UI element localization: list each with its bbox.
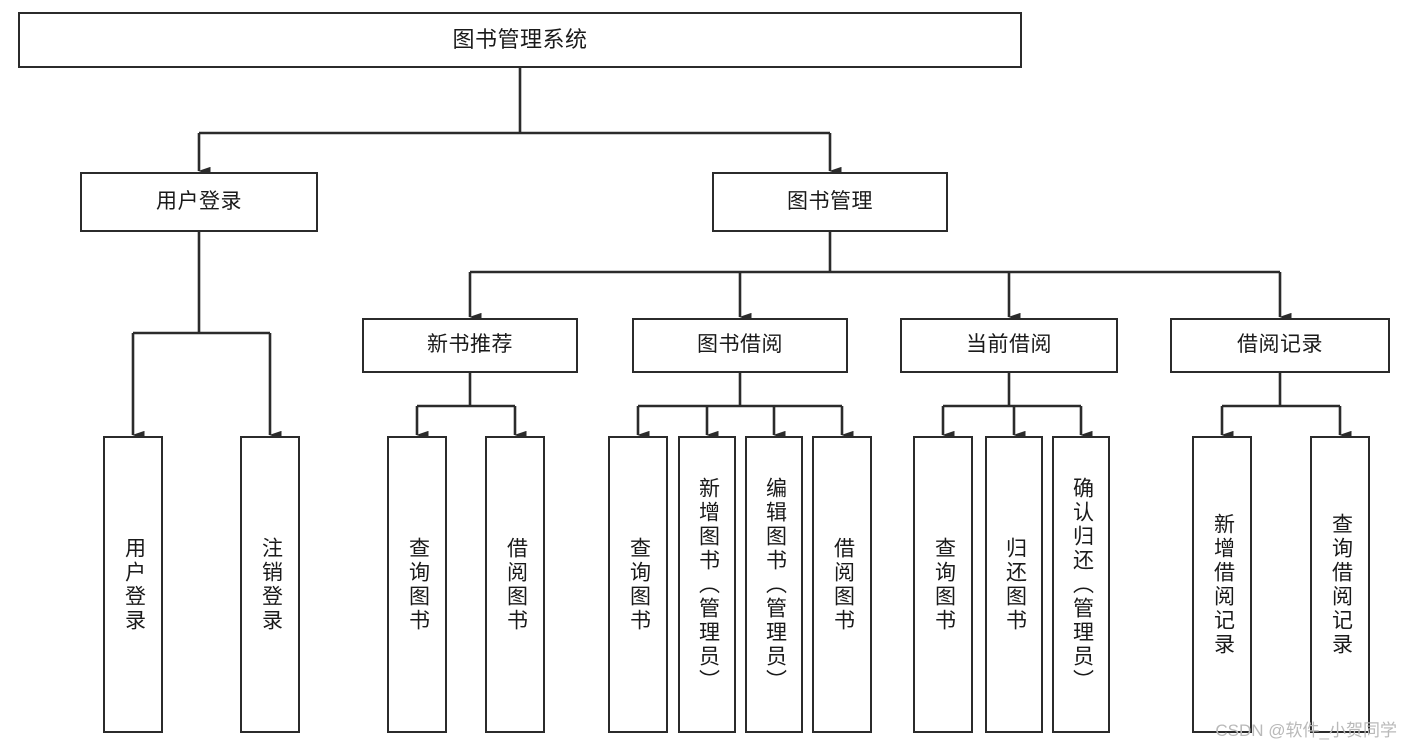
- leaf-user-login[interactable]: 用户登录: [103, 436, 163, 733]
- leaf-label-borrow-query-book: 查询图书: [627, 536, 651, 633]
- leaf-label-borrow-add-book: 新增图书（管理员）: [696, 476, 720, 693]
- leaf-label-user-logout: 注销登录: [259, 536, 283, 633]
- leaf-label-record-add-record: 新增借阅记录: [1211, 512, 1235, 657]
- node-book-management[interactable]: 图书管理: [712, 172, 948, 232]
- leaf-borrow-edit-book[interactable]: 编辑图书（管理员）: [745, 436, 803, 733]
- leaf-newbook-borrow-book[interactable]: 借阅图书: [485, 436, 545, 733]
- node-label-new-book-recommend: 新书推荐: [427, 333, 513, 357]
- node-label-current-borrow: 当前借阅: [966, 333, 1052, 357]
- leaf-label-user-login: 用户登录: [122, 536, 146, 633]
- node-root[interactable]: 图书管理系统: [18, 12, 1022, 68]
- node-user-login[interactable]: 用户登录: [80, 172, 318, 232]
- leaf-borrow-query-book[interactable]: 查询图书: [608, 436, 668, 733]
- leaf-label-newbook-query-book: 查询图书: [406, 536, 430, 633]
- node-book-borrow[interactable]: 图书借阅: [632, 318, 848, 373]
- leaf-label-current-query-book: 查询图书: [932, 536, 956, 633]
- leaf-borrow-add-book[interactable]: 新增图书（管理员）: [678, 436, 736, 733]
- leaf-current-return-book[interactable]: 归还图书: [985, 436, 1043, 733]
- leaf-newbook-query-book[interactable]: 查询图书: [387, 436, 447, 733]
- leaf-label-newbook-borrow-book: 借阅图书: [504, 536, 528, 633]
- node-label-user-login: 用户登录: [156, 189, 242, 213]
- leaf-label-current-confirm-return: 确认归还（管理员）: [1070, 476, 1094, 693]
- node-label-borrow-record: 借阅记录: [1237, 333, 1323, 357]
- leaf-current-confirm-return[interactable]: 确认归还（管理员）: [1052, 436, 1110, 733]
- watermark-text: CSDN @软件_小贺同学: [1215, 721, 1397, 740]
- node-borrow-record[interactable]: 借阅记录: [1170, 318, 1390, 373]
- leaf-label-borrow-edit-book: 编辑图书（管理员）: [763, 476, 787, 693]
- leaf-record-query-record[interactable]: 查询借阅记录: [1310, 436, 1370, 733]
- node-label-book-management: 图书管理: [787, 189, 873, 213]
- leaf-current-query-book[interactable]: 查询图书: [913, 436, 973, 733]
- leaf-borrow-borrow-book[interactable]: 借阅图书: [812, 436, 872, 733]
- leaf-user-logout[interactable]: 注销登录: [240, 436, 300, 733]
- node-label-book-borrow: 图书借阅: [697, 333, 783, 357]
- leaf-record-add-record[interactable]: 新增借阅记录: [1192, 436, 1252, 733]
- node-current-borrow[interactable]: 当前借阅: [900, 318, 1118, 373]
- leaf-label-record-query-record: 查询借阅记录: [1329, 512, 1353, 657]
- node-label-root: 图书管理系统: [452, 26, 588, 52]
- node-new-book-recommend[interactable]: 新书推荐: [362, 318, 578, 373]
- leaf-label-borrow-borrow-book: 借阅图书: [831, 536, 855, 633]
- leaf-label-current-return-book: 归还图书: [1003, 536, 1027, 633]
